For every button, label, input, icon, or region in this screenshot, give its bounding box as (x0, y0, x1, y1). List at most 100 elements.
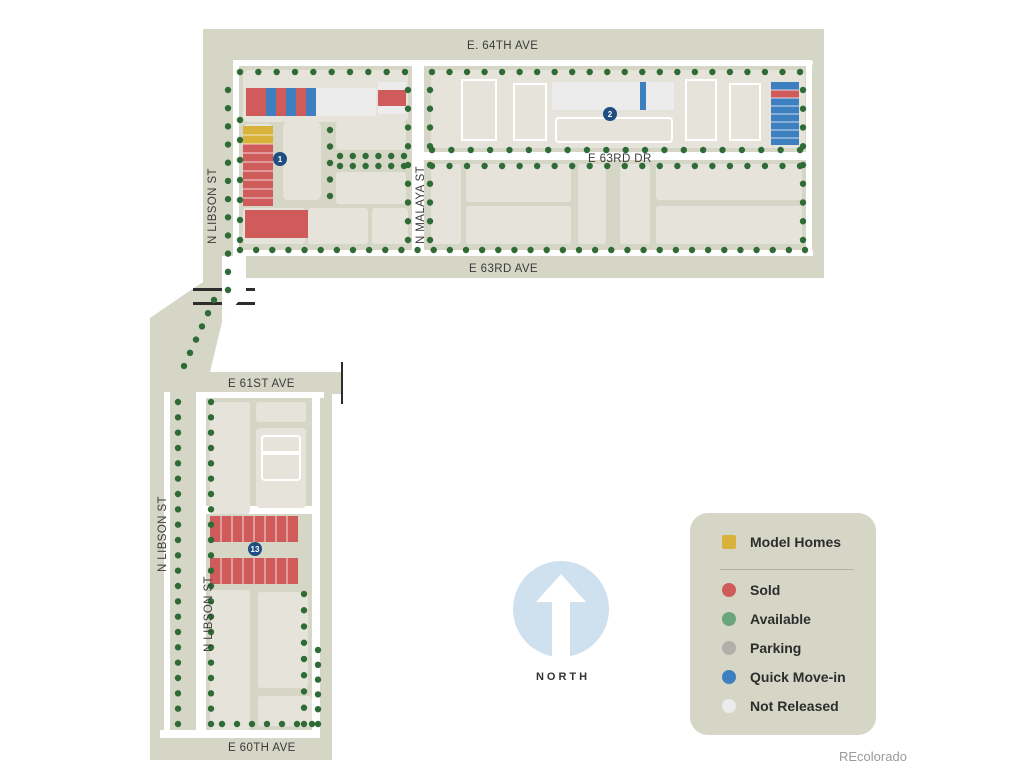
tree-icon (559, 246, 567, 254)
tree-icon (236, 116, 244, 124)
tree-icon (753, 246, 760, 254)
lots-south-dividers (220, 516, 288, 584)
tree-icon (174, 552, 182, 559)
tree-icon (426, 218, 434, 225)
tree-icon (300, 704, 308, 711)
tree-icon (639, 68, 646, 76)
tree-icon (586, 68, 593, 76)
tree-icon (426, 180, 434, 187)
tree-icon (207, 429, 215, 436)
tree-icon (801, 246, 809, 254)
tree-icon (236, 246, 244, 254)
tree-icon (301, 246, 308, 254)
south-blocks (210, 402, 312, 730)
tree-icon (255, 68, 262, 76)
tree-icon (426, 236, 434, 244)
watermark: REcolorado (839, 749, 907, 764)
tree-icon (248, 720, 256, 728)
tree-icon (674, 68, 681, 76)
tree-icon (365, 246, 373, 254)
phase-label: 1 (278, 155, 283, 164)
street-label-e61st: E 61ST AVE (228, 378, 295, 390)
legend-item-quick-move-in: Quick Move-in (722, 667, 846, 687)
tree-icon (796, 68, 804, 76)
street-label-n-libson-west: N LIBSON ST (157, 496, 169, 572)
legend-item-not-released: Not Released (722, 696, 839, 716)
tree-icon (336, 152, 344, 160)
tree-icon (174, 720, 182, 728)
phase-marker-1[interactable]: 1 (273, 152, 287, 166)
south-streets (160, 392, 324, 738)
tree-icon (388, 152, 395, 160)
tree-icon (236, 156, 244, 164)
tree-icon (726, 162, 734, 170)
lots-east-column (771, 82, 799, 145)
phase-label: 13 (251, 545, 260, 554)
tree-icon (224, 286, 232, 294)
tree-icon (224, 141, 232, 148)
tree-icon (656, 68, 664, 76)
tree-icon (326, 126, 334, 134)
tree-icon (533, 68, 541, 76)
tree-icon (533, 162, 541, 170)
tree-icon (174, 444, 182, 452)
tree-icon (224, 159, 232, 166)
phase-marker-2[interactable]: 2 (603, 107, 617, 121)
tree-icon (401, 68, 409, 76)
tree-icon (674, 162, 681, 170)
tree-icon (207, 475, 215, 482)
tree-icon (404, 86, 412, 94)
tree-icon (174, 628, 182, 636)
street-label-e63rd-ave: E 63RD AVE (469, 263, 538, 275)
tree-icon (426, 161, 434, 169)
street-label-n-libson-north: N LIBSON ST (207, 168, 219, 244)
tree-icon (224, 104, 232, 112)
tree-icon (446, 246, 454, 254)
tree-icon (233, 720, 241, 728)
tree-icon (641, 146, 649, 154)
tree-icon (236, 236, 244, 244)
tree-icon (545, 146, 552, 154)
tree-icon (486, 146, 494, 154)
tree-icon (785, 246, 793, 254)
tree-icon (404, 124, 412, 131)
tree-icon (758, 146, 765, 154)
tree-icon (236, 136, 244, 144)
lots-phase2 (552, 82, 674, 110)
phase-marker-13[interactable]: 13 (248, 542, 262, 556)
tree-icon (603, 146, 610, 154)
tree-icon (583, 146, 591, 154)
tree-icon (719, 146, 726, 154)
tree-icon (498, 162, 506, 170)
tree-icon (656, 162, 664, 170)
tree-icon (269, 246, 276, 254)
tree-icon (404, 180, 412, 187)
tree-icon (192, 336, 200, 343)
tree-icon (174, 598, 182, 605)
tree-icon (799, 218, 807, 225)
tree-icon (388, 162, 395, 170)
tree-icon (709, 68, 716, 76)
street-label-n-libson-south: N LIBSON ST (203, 576, 215, 652)
tree-icon (709, 162, 716, 170)
south-block-outlines (261, 435, 301, 481)
tree-icon (326, 143, 334, 150)
tree-icon (721, 246, 728, 254)
tree-icon (414, 246, 421, 254)
tree-icon (481, 68, 488, 76)
tree-icon (799, 161, 807, 169)
tree-icon (174, 705, 182, 712)
legend-label: Model Homes (750, 534, 842, 550)
tree-icon (699, 146, 707, 154)
tree-icon (704, 246, 712, 254)
tree-icon (174, 536, 182, 544)
tree-icon (252, 246, 260, 254)
tree-icon (349, 162, 356, 170)
tree-icon (799, 199, 807, 206)
tree-icon (511, 246, 518, 254)
tree-icon (174, 429, 182, 436)
tree-icon (174, 490, 182, 498)
tree-icon (779, 68, 786, 76)
tree-icon (591, 246, 599, 254)
tree-icon (326, 159, 334, 167)
